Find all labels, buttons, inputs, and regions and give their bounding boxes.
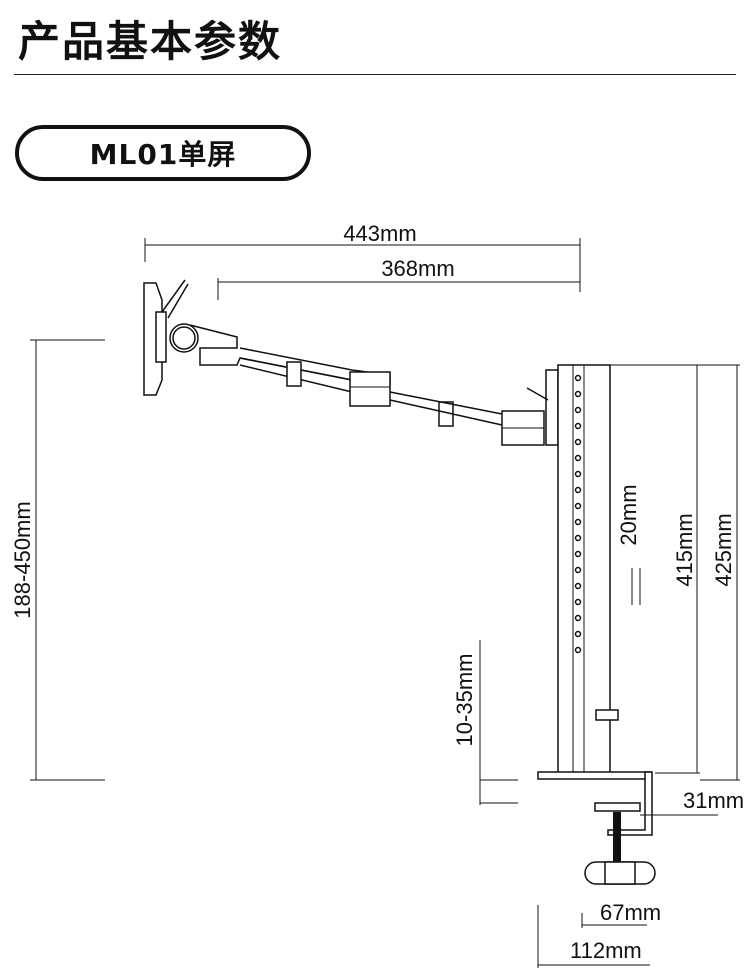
arm (189, 324, 559, 446)
pole-hole (574, 582, 582, 590)
pole-hole (574, 502, 582, 510)
pole-hole (574, 646, 582, 654)
dimension-pole-height: 415mm (610, 364, 700, 774)
title-divider (14, 74, 736, 75)
dimension-desk-thickness: 10-35mm (452, 640, 518, 805)
label-total-height: 425mm (711, 513, 736, 586)
pole-hole (574, 374, 582, 382)
pole (557, 364, 619, 776)
pole-hole (574, 406, 582, 414)
pole-hole (574, 438, 582, 446)
page-title: 产品基本参数 (18, 17, 283, 66)
dimension-height-range: 188-450mm (10, 339, 105, 781)
label-clamp-depth: 31mm (683, 788, 744, 813)
desk-clamp (537, 771, 656, 885)
pole-hole (574, 422, 582, 430)
dimension-arm-reach: 368mm (217, 256, 580, 300)
pole-hole (574, 454, 582, 462)
label-clamp-pad-width: 67mm (600, 900, 661, 925)
label-total-reach: 443mm (343, 221, 416, 246)
label-desk-thickness: 10-35mm (452, 654, 477, 747)
label-hole-spacing: 20mm (616, 484, 641, 545)
model-badge: ML01单屏 (15, 125, 311, 181)
pole-hole (574, 566, 582, 574)
dimension-base-width: 112mm (537, 905, 650, 968)
dimension-hole-spacing: 20mm (616, 484, 641, 605)
pole-hole (574, 630, 582, 638)
pole-hole (574, 470, 582, 478)
vesa-plate (143, 279, 199, 396)
label-pole-height: 415mm (672, 513, 697, 586)
pole-hole (574, 550, 582, 558)
dimension-clamp-pad-width: 67mm (581, 900, 661, 928)
pole-hole (574, 390, 582, 398)
pole-hole (574, 534, 582, 542)
label-height-range: 188-450mm (10, 501, 35, 618)
pole-hole (574, 598, 582, 606)
dimension-total-reach: 443mm (144, 221, 581, 292)
dimension-total-height: 425mm (700, 364, 740, 781)
label-base-width: 112mm (570, 938, 642, 963)
label-arm-reach: 368mm (381, 256, 454, 281)
pole-hole (574, 486, 582, 494)
pole-hole (574, 614, 582, 622)
pole-hole (574, 518, 582, 526)
dimension-clamp-depth: 31mm (640, 788, 744, 816)
